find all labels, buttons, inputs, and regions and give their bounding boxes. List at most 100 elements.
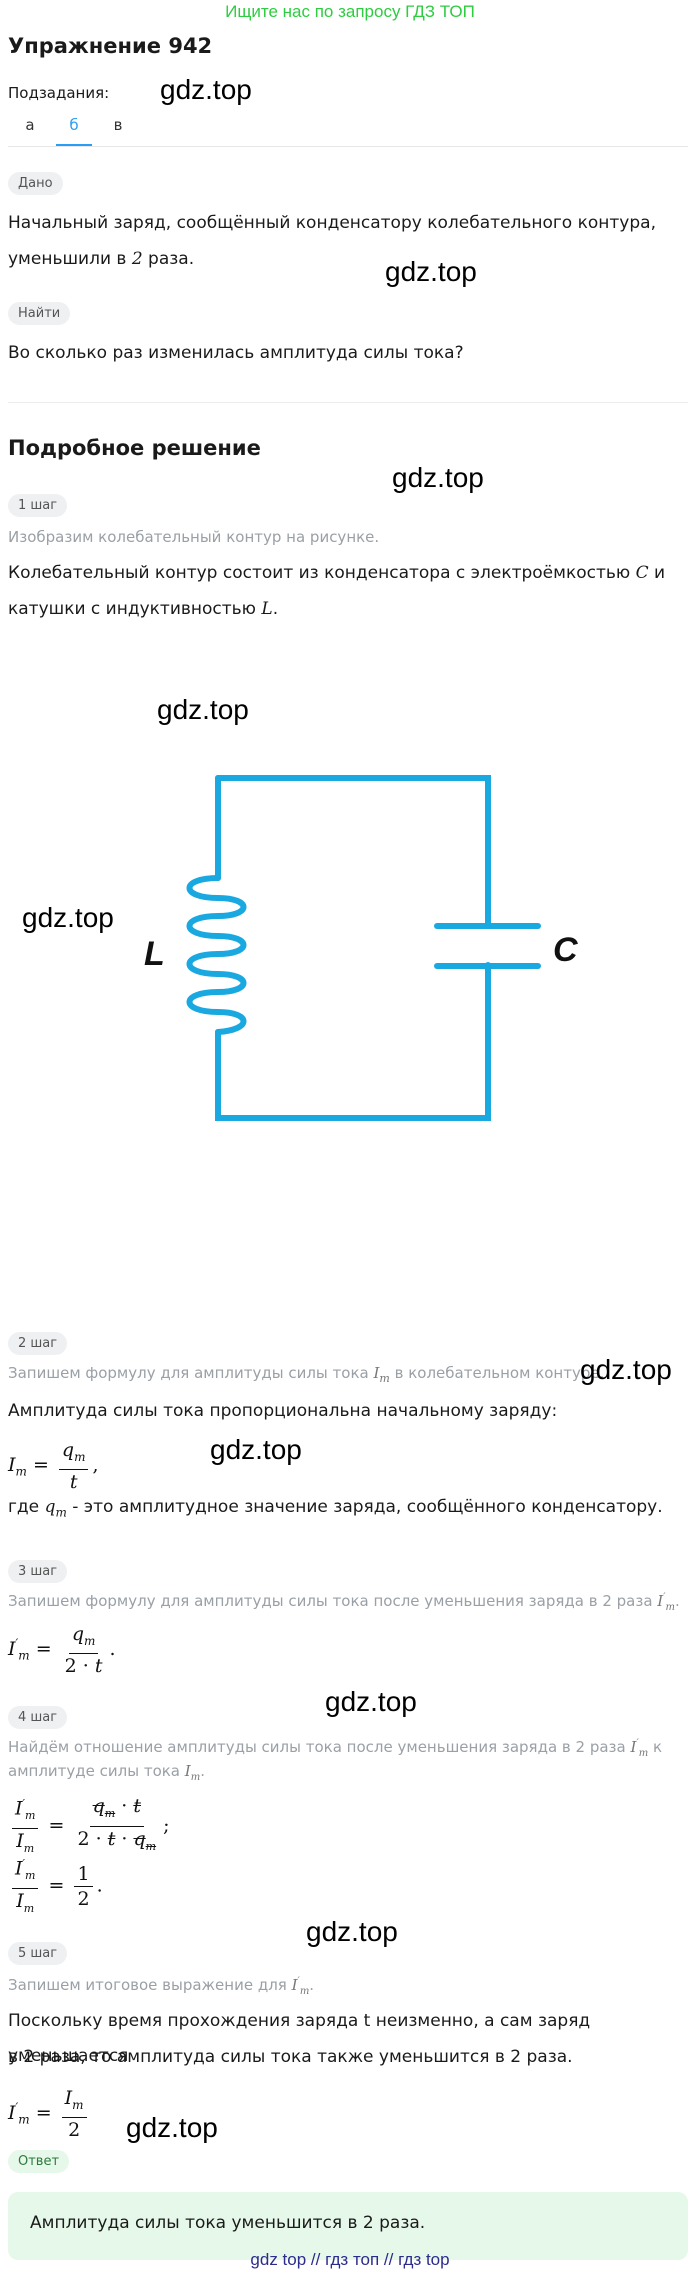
step2-text: Амплитуда силы тока пропорциональна нача… bbox=[8, 1401, 558, 1421]
step1-text-d: . bbox=[272, 599, 279, 619]
watermark: gdz.top bbox=[392, 462, 484, 493]
step1-text-line1: Колебательный контур состоит из конденса… bbox=[8, 556, 665, 591]
page-title: Упражнение 942 bbox=[8, 34, 213, 58]
watermark: gdz.top bbox=[126, 2112, 218, 2143]
watermark: gdz.top bbox=[22, 902, 114, 933]
f6-m2: m bbox=[72, 2097, 84, 2112]
footer-links[interactable]: gdz top // гдз топ // гдз top bbox=[250, 2250, 450, 2269]
step2-pill: 2 шаг bbox=[8, 1332, 68, 1355]
inductor-label: L bbox=[144, 935, 165, 973]
f4-dot2: · bbox=[95, 1827, 102, 1850]
step2-note-a: Запишем формулу для амплитуды силы тока bbox=[8, 1364, 374, 1382]
f4-p1: ′ bbox=[22, 1797, 26, 1810]
step3-note-prime: ′ bbox=[663, 1592, 666, 1603]
watermark: gdz.top bbox=[325, 1686, 417, 1717]
f5-two: 2 bbox=[77, 1887, 90, 1910]
given-text-line2: уменьшили в 2 раза. bbox=[8, 242, 194, 277]
watermark: gdz.top bbox=[580, 1354, 672, 1385]
section-divider bbox=[8, 402, 688, 403]
step4-note-I2: I bbox=[184, 1762, 191, 1780]
f4-dot1: · bbox=[121, 1795, 128, 1818]
find-text: Во сколько раз изменилась амплитуда силы… bbox=[8, 343, 464, 363]
tab-a[interactable]: а bbox=[25, 116, 35, 134]
f3-qm: m bbox=[83, 1633, 96, 1648]
f5-eq: = bbox=[48, 1874, 65, 1897]
step4-note-prime: ′ bbox=[636, 1738, 639, 1749]
answer-text: Амплитуда силы тока уменьшится в 2 раза. bbox=[30, 2213, 426, 2233]
step3-pill: 3 шаг bbox=[8, 1560, 68, 1583]
inductor-coil bbox=[186, 875, 247, 1035]
f6-I2: I bbox=[64, 2087, 73, 2109]
circuit-wire-right-lower bbox=[215, 962, 491, 1121]
step4-note-dot: . bbox=[200, 1762, 205, 1780]
f4-m2: m bbox=[23, 1841, 35, 1855]
f3-period: . bbox=[109, 1637, 116, 1660]
tab-b[interactable]: б bbox=[52, 112, 96, 146]
f2-eq: = bbox=[32, 1453, 49, 1476]
step1-text-b: и bbox=[648, 563, 666, 583]
f6-m: m bbox=[18, 2112, 30, 2127]
var-c: C bbox=[635, 563, 649, 583]
answer-pill: Ответ bbox=[8, 2150, 70, 2173]
f3-two: 2 bbox=[64, 1654, 77, 1677]
given-pill: Дано bbox=[8, 172, 63, 195]
f3-t: t bbox=[94, 1654, 103, 1677]
watermark: gdz.top bbox=[210, 1434, 302, 1465]
given-text-b: раза. bbox=[142, 249, 195, 269]
f4-t1: t bbox=[133, 1795, 141, 1818]
step4-note-c: амплитуде силы тока bbox=[8, 1762, 185, 1780]
def-sub: m bbox=[55, 1505, 67, 1520]
step4-note-I: I bbox=[630, 1738, 637, 1756]
f4-q2: q bbox=[133, 1827, 146, 1850]
def-a: где bbox=[8, 1497, 45, 1517]
tab-v[interactable]: в bbox=[113, 116, 123, 134]
f4-qm1: m bbox=[104, 1806, 116, 1820]
lc-circuit-diagram: L C bbox=[144, 775, 578, 1121]
step2-note-b: в колебательном контуре. bbox=[389, 1364, 605, 1382]
circuit-wire-top bbox=[215, 775, 491, 928]
f3-eq: = bbox=[35, 1637, 52, 1660]
step2-note-sub: m bbox=[379, 1372, 390, 1385]
f6-prime: ′ bbox=[15, 2100, 19, 2115]
step3-note: Запишем формулу для амплитуды силы тока … bbox=[8, 1592, 680, 1613]
f2-t: t bbox=[69, 1470, 78, 1493]
f4-two: 2 bbox=[77, 1827, 90, 1850]
step4-note-b: к bbox=[648, 1738, 663, 1756]
step2-note-var: I bbox=[373, 1364, 380, 1382]
f3-dot: · bbox=[82, 1654, 89, 1677]
f3-m: m bbox=[18, 1648, 30, 1663]
f3-prime: ′ bbox=[15, 1636, 19, 1651]
f2-m: m bbox=[15, 1464, 27, 1479]
f4-I2: I bbox=[16, 1830, 24, 1853]
step3-note-m: m bbox=[665, 1602, 675, 1613]
f3-I: I bbox=[8, 1637, 16, 1660]
f5-I1: I bbox=[15, 1857, 23, 1880]
f4-eq: = bbox=[48, 1814, 65, 1837]
step1-text-line2: катушки с индуктивностью L. bbox=[8, 592, 278, 627]
step5-note-I: I bbox=[291, 1976, 298, 1994]
step2-definition: где qm - это амплитудное значение заряда… bbox=[8, 1490, 663, 1530]
given-number: 2 bbox=[131, 249, 143, 269]
def-q: q bbox=[44, 1497, 56, 1517]
f5-period: . bbox=[96, 1874, 103, 1897]
step5-note-dot: . bbox=[309, 1976, 315, 1994]
watermark: gdz.top bbox=[385, 256, 477, 287]
subtask-tabs: а б в bbox=[8, 112, 148, 146]
watermark: gdz.top bbox=[157, 694, 249, 725]
f4-semicolon: ; bbox=[163, 1814, 170, 1837]
step1-text-a: Колебательный контур состоит из конденса… bbox=[8, 563, 631, 583]
solution-title: Подробное решение bbox=[8, 436, 261, 460]
f6-two: 2 bbox=[68, 2118, 81, 2141]
step3-note-I: I bbox=[657, 1592, 664, 1610]
step1-text-c: катушки с индуктивностью bbox=[8, 599, 262, 619]
step3-note-dot: . bbox=[674, 1592, 680, 1610]
step5-note-prime: ′ bbox=[297, 1976, 300, 1987]
f2-q: q bbox=[61, 1439, 75, 1461]
f5-one: 1 bbox=[74, 1862, 93, 1887]
